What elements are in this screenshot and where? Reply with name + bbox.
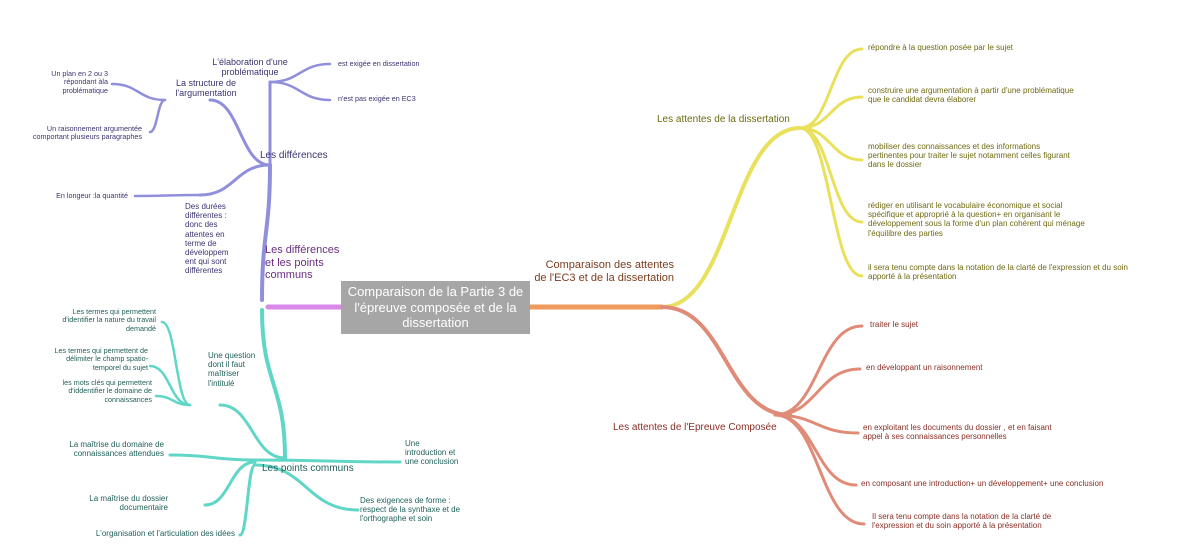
link-diss-2 xyxy=(798,126,864,162)
link-communs-exigences xyxy=(253,463,360,512)
leaf-longueur-quantite[interactable]: En longeur :la quantité xyxy=(56,191,128,200)
leaf-non-exigee-ec3[interactable]: n'est pas exigée en EC3 xyxy=(338,94,416,103)
link-comp-2 xyxy=(773,413,860,435)
leaf-raisonnement-argumente[interactable]: Un raisonnement argumentée comportant pl… xyxy=(32,124,142,142)
leaf-introduction-conclusion[interactable]: Une introduction et une conclusion xyxy=(405,439,459,467)
link-right-composee xyxy=(660,305,792,417)
leaf-maitrise-dossier[interactable]: La maîtrise du dossier documentaire xyxy=(89,494,168,513)
node-attentes-epreuve-composee[interactable]: Les attentes de l'Epreuve Composée xyxy=(613,422,777,433)
node-question-intitule[interactable]: Une question dont il faut maîtriser l'in… xyxy=(208,351,256,388)
link-branch-differences xyxy=(260,163,272,302)
link-diss-0 xyxy=(798,47,864,130)
link-prob-1 xyxy=(268,80,332,102)
node-structure-argumentation[interactable]: La structure de l'argumentation xyxy=(175,78,237,99)
node-points-communs[interactable]: Les points communs xyxy=(262,463,354,474)
link-durees-longueur xyxy=(133,193,202,198)
leaf-clarte-expression-composee[interactable]: Il sera tenu compte dans la notation de … xyxy=(872,512,1052,531)
link-communs-domaine xyxy=(168,453,257,462)
link-comp-4 xyxy=(773,413,866,526)
leaf-exigee-dissertation[interactable]: est exigée en dissertation xyxy=(338,59,420,68)
leaf-clarte-expression-dissertation[interactable]: il sera tenu compte dans la notation de … xyxy=(868,263,1128,282)
link-communs-dossier xyxy=(203,460,257,507)
node-elaboration-problematique[interactable]: L'élaboration d'une problématique xyxy=(212,57,288,78)
branch-differences-points-communs[interactable]: Les différences et les points communs xyxy=(265,244,340,282)
link-right-dissertation xyxy=(660,126,802,309)
link-communs-organisation xyxy=(238,463,257,537)
leaf-termes-champ-spatio-temporel[interactable]: Les termes qui permettent de délimiter l… xyxy=(54,346,149,372)
node-attentes-dissertation[interactable]: Les attentes de la dissertation xyxy=(657,114,790,125)
link-diss-4 xyxy=(798,126,864,278)
link-question-0 xyxy=(160,320,192,407)
leaf-composant-introduction[interactable]: en composant une introduction+ un dévelo… xyxy=(861,479,1104,488)
link-comp-1 xyxy=(773,367,862,417)
leaf-exploitant-documents[interactable]: en exploitant les documents du dossier ,… xyxy=(863,423,1052,442)
leaf-construire-argumentation[interactable]: construire une argumentation à partir d'… xyxy=(868,86,1074,105)
leaf-mots-cles-domaine[interactable]: les mots clés qui permettent d'iddentifi… xyxy=(62,378,152,404)
link-diss-1 xyxy=(798,95,864,130)
leaf-maitrise-domaine[interactable]: La maîtrise du domaine de connaissances … xyxy=(69,440,164,459)
link-structure-raisonnement xyxy=(148,98,167,134)
link-communs-question xyxy=(218,403,287,460)
link-diff-durees xyxy=(198,163,272,197)
leaf-mobiliser-connaissances[interactable]: mobiliser des connaissances et des infor… xyxy=(868,142,1070,170)
node-durees-differentes[interactable]: Des durées différentes : donc des attent… xyxy=(185,202,229,276)
leaf-exigences-forme[interactable]: Des exigences de forme : respect de la s… xyxy=(360,496,461,524)
leaf-developpant-raisonnement[interactable]: en développant un raisonnement xyxy=(866,363,983,372)
node-differences[interactable]: Les différences xyxy=(260,150,328,161)
branch-comparaison-attentes[interactable]: Comparaison des attentes de l'EC3 et de … xyxy=(534,259,674,284)
link-comp-0 xyxy=(773,324,864,417)
central-topic[interactable]: Comparaison de la Partie 3 de l'épreuve … xyxy=(341,281,530,334)
link-branch-communs xyxy=(260,308,287,460)
leaf-termes-nature-travail[interactable]: Les termes qui permettent d'identifier l… xyxy=(62,307,156,333)
link-communs-introduction xyxy=(253,458,402,464)
link-diff-structure xyxy=(208,98,272,167)
leaf-repondre-question[interactable]: répondre à la question posée par le suje… xyxy=(868,43,1013,52)
leaf-rediger-vocabulaire[interactable]: rédiger en utilisant le vocabulaire écon… xyxy=(868,201,1085,238)
link-structure-plan xyxy=(110,82,167,102)
leaf-plan-2-3[interactable]: Un plan en 2 ou 3 répondant àla probléma… xyxy=(51,69,108,95)
leaf-traiter-sujet[interactable]: traiter le sujet xyxy=(870,320,919,329)
leaf-organisation-idees[interactable]: L'organisation et l'articulation des idé… xyxy=(95,529,235,538)
link-question-2 xyxy=(154,394,192,407)
link-comp-3 xyxy=(773,413,858,487)
